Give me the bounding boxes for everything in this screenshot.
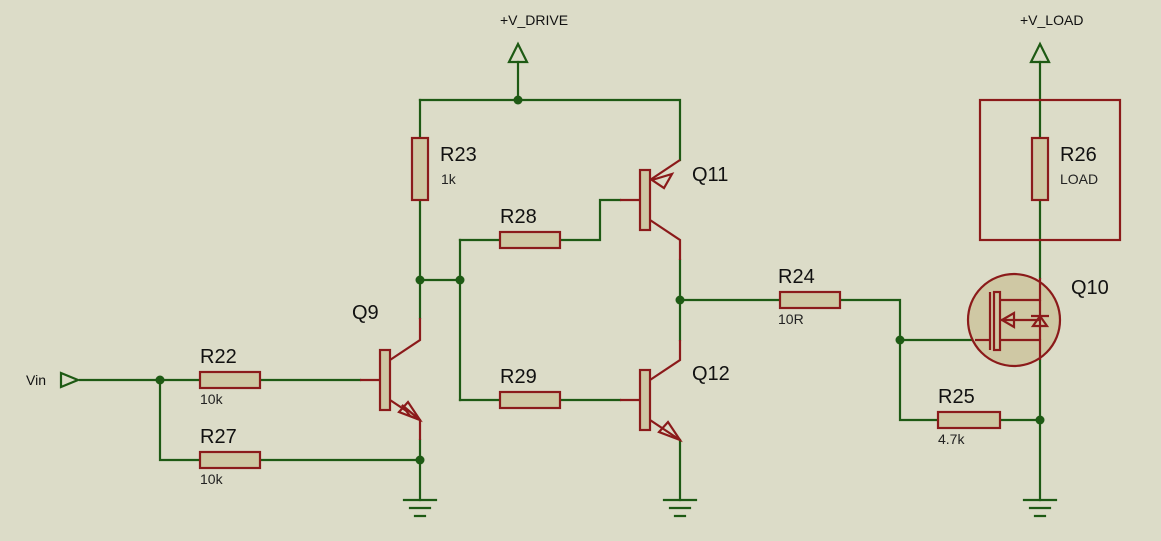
power-rail-load: +V_LOAD: [1020, 12, 1083, 64]
transistor-q11: Q11: [620, 159, 728, 260]
resistor-r25: R25 4.7k: [936, 386, 1002, 447]
input-terminal: Vin: [26, 371, 81, 389]
r27-value: 10k: [200, 471, 224, 487]
resistor-r24: R24 10R: [778, 266, 842, 327]
resistor-r26-load: R26 LOAD: [978, 98, 1122, 242]
wires: [78, 60, 1042, 502]
r25-ref: R25: [938, 386, 975, 408]
r26-ref: R26: [1060, 144, 1097, 166]
r23-ref: R23: [440, 144, 477, 166]
q11-ref: Q11: [692, 164, 728, 186]
transistor-q9: Q9: [352, 302, 423, 440]
ground-symbol-q12: [662, 498, 698, 518]
resistor-r23: R23 1k: [410, 136, 477, 202]
ground-symbol-q10: [1022, 498, 1058, 518]
r24-value: 10R: [778, 311, 804, 327]
q10-ref: Q10: [1071, 277, 1109, 299]
resistor-r27: R27 10k: [198, 426, 262, 487]
r27-ref: R27: [200, 426, 237, 448]
q9-ref: Q9: [352, 302, 379, 324]
transistor-q10-mosfet: Q10: [966, 272, 1109, 368]
rail-label-drive: +V_DRIVE: [500, 12, 568, 28]
r25-value: 4.7k: [938, 431, 965, 447]
r28-ref: R28: [500, 206, 537, 228]
resistor-r29: R29: [498, 366, 562, 410]
transistor-q12: Q12: [620, 340, 730, 443]
input-label: Vin: [26, 372, 46, 388]
q12-ref: Q12: [692, 363, 730, 385]
resistor-r28: R28: [498, 206, 562, 250]
junction-dots: [155, 95, 1045, 465]
rail-label-load: +V_LOAD: [1020, 12, 1083, 28]
r23-value: 1k: [441, 171, 457, 187]
resistor-r22: R22 10k: [198, 346, 262, 407]
power-rail-drive: +V_DRIVE: [500, 12, 568, 64]
r22-ref: R22: [200, 346, 237, 368]
r22-value: 10k: [200, 391, 224, 407]
r29-ref: R29: [500, 366, 537, 388]
r24-ref: R24: [778, 266, 815, 288]
ground-symbol-q9: [402, 498, 438, 518]
r26-value: LOAD: [1060, 171, 1098, 187]
